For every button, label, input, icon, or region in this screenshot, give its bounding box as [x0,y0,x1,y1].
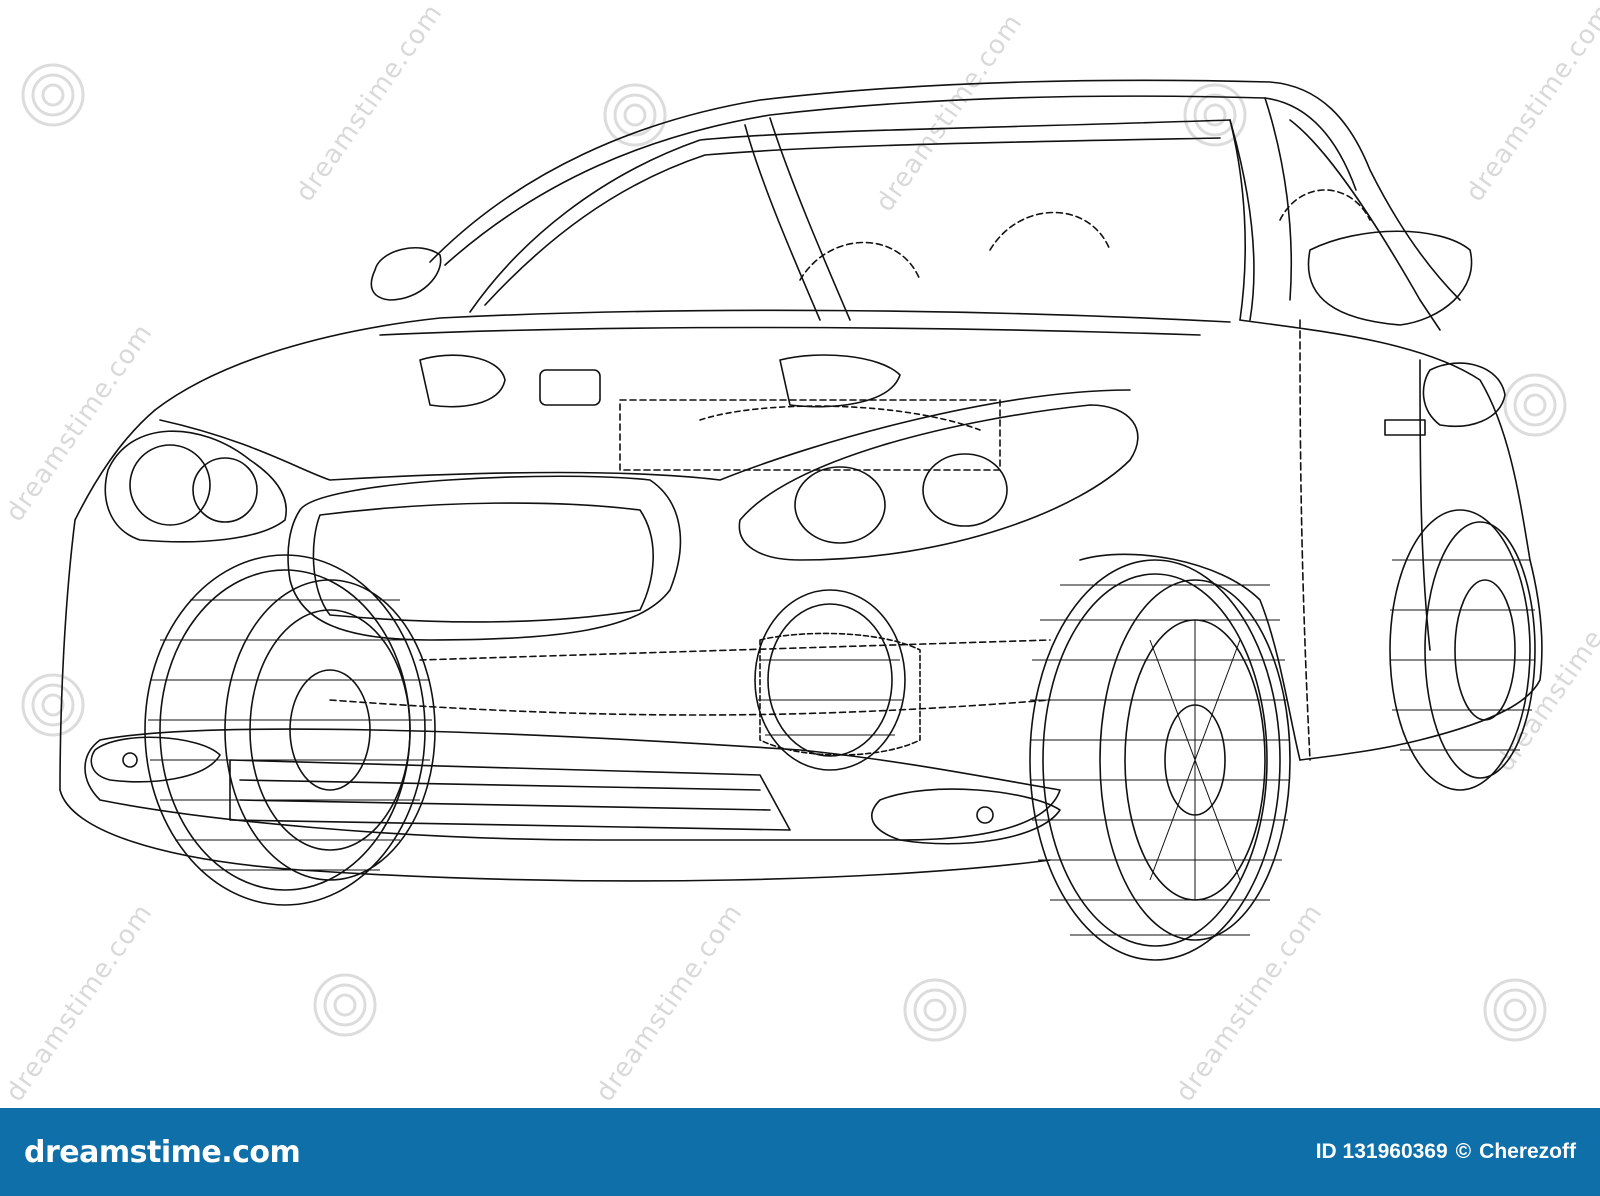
hood-crease [159,389,1131,481]
image-id: ID 131960369 [1315,1140,1448,1163]
mirror-left [370,247,442,301]
headlight-right [738,404,1139,561]
wheel-rear-right [1389,509,1536,791]
front-bumper [84,728,1061,841]
brand-domain: .com [221,1134,301,1170]
image-credit: ID 131960369 © Cherezoff [1316,1140,1576,1164]
author-name: Cherezoff [1479,1140,1576,1163]
hood-outline [154,309,1231,411]
grille [287,475,682,641]
copyright-symbol: © [1455,1140,1472,1163]
wheel-front-left [144,554,436,906]
illustration-area: dreamstime.com dreamstime.com dreamstime… [0,0,1600,1108]
brand-name: dreamstime [24,1134,222,1170]
wheel-rear-left [754,589,906,771]
body-side [1239,319,1543,761]
headlight-left [104,430,287,543]
car-wireframe [59,79,1543,961]
fender-right [1079,553,1301,761]
windshield-inner [484,137,1221,306]
roof-outline [429,79,1461,301]
side-window [1289,119,1441,331]
a-pillar-left [744,124,821,321]
a-pillar-right [1229,119,1246,321]
wheel-front-right [1029,559,1291,961]
footer-bar: dreamstime.com ID 131960369 © Cherezoff [0,1108,1600,1196]
windshield [469,119,1255,321]
a-pillar-right-2 [1264,97,1293,301]
a-pillar-left-2 [769,117,851,321]
mirror-right [1307,230,1473,326]
roof-inner [444,95,1357,266]
hood-line-2 [379,326,1201,336]
front-fascia [59,409,1051,882]
brand-logo[interactable]: dreamstime.com [24,1134,301,1170]
